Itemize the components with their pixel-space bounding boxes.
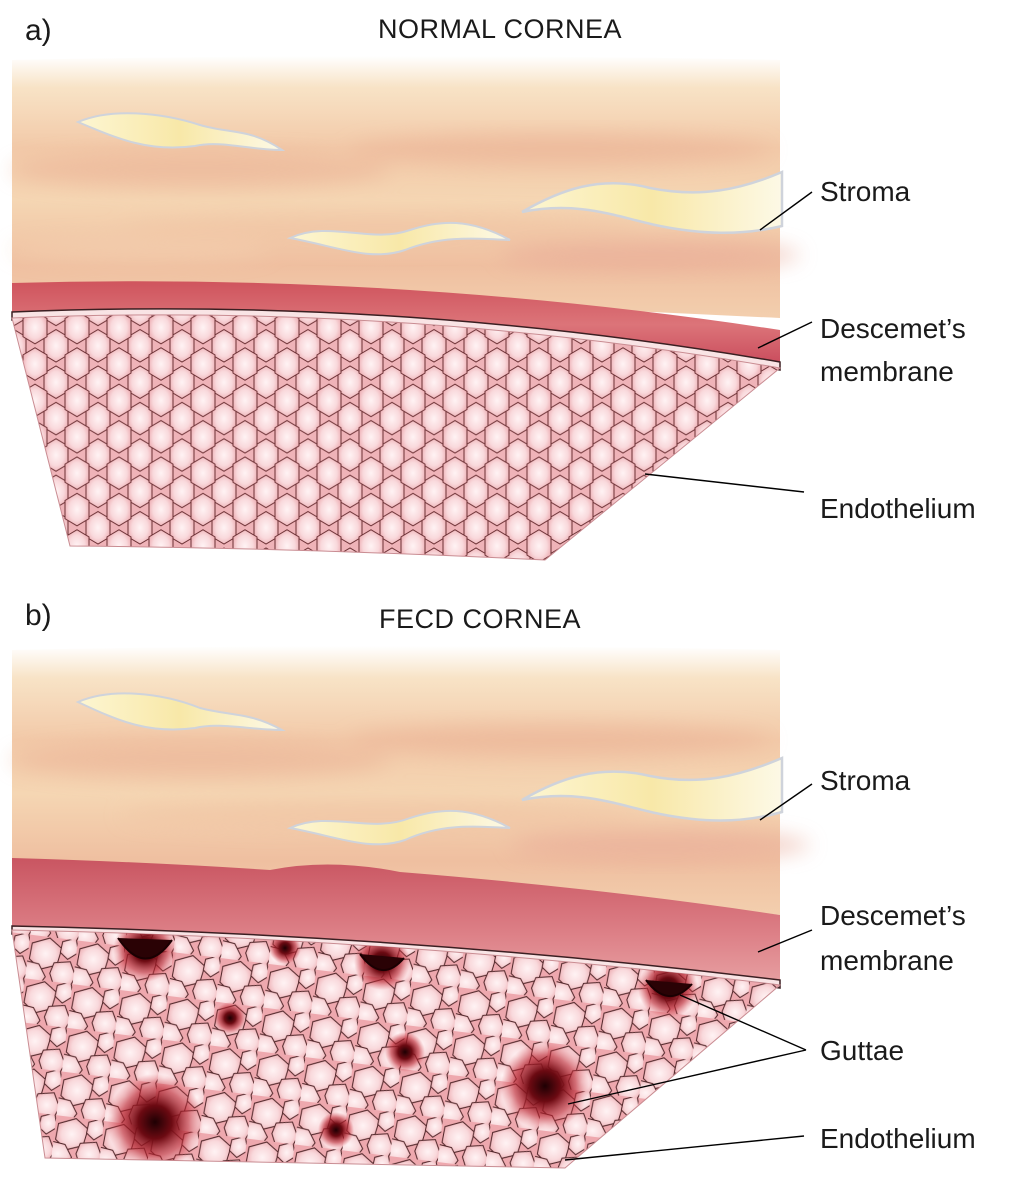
panel-a-title: NORMAL CORNEA (378, 14, 622, 44)
panel-b-letter: b) (25, 599, 52, 632)
panel-b-descemet-label-line2: membrane (820, 945, 954, 976)
panel-a-letter: a) (25, 14, 52, 47)
panel-a-stroma-leader (759, 191, 813, 231)
panel-a-endothelium-label: Endothelium (820, 493, 976, 524)
panel-b-guttae-leader-bottom (567, 1049, 807, 1105)
panel-a-descemet-membrane (12, 281, 780, 368)
panel-b-title: FECD CORNEA (379, 604, 581, 634)
panel-b-descemet-membrane (12, 858, 780, 985)
panel-b-guttae-label: Guttae (820, 1035, 904, 1066)
panel-b-stroma-label: Stroma (820, 765, 911, 796)
panel-a-descemet-label-line1: Descemet’s (820, 313, 966, 344)
panel-b-descemet-leader (757, 929, 813, 953)
panel-a-endothelium-leader (644, 473, 805, 493)
panel-b-guttae-leader-top (679, 994, 807, 1051)
panel-b-stroma (10, 646, 810, 915)
panel-b-descemet-label-line1: Descemet’s (820, 900, 966, 931)
panel-a-descemet-label-line2: membrane (820, 356, 954, 387)
panel-a-descemet-leader (757, 321, 813, 349)
panel-a-stroma-label: Stroma (820, 176, 911, 207)
panel-a: a) NORMAL CORNEA Stroma (10, 14, 976, 561)
panel-b-endothelium-leader (564, 1135, 805, 1161)
panel-b-stroma-leader (759, 783, 813, 821)
panel-b: b) FECD CORNEA (10, 599, 976, 1169)
panel-b-endothelium-label: Endothelium (820, 1123, 976, 1154)
panel-a-stroma (10, 56, 800, 318)
